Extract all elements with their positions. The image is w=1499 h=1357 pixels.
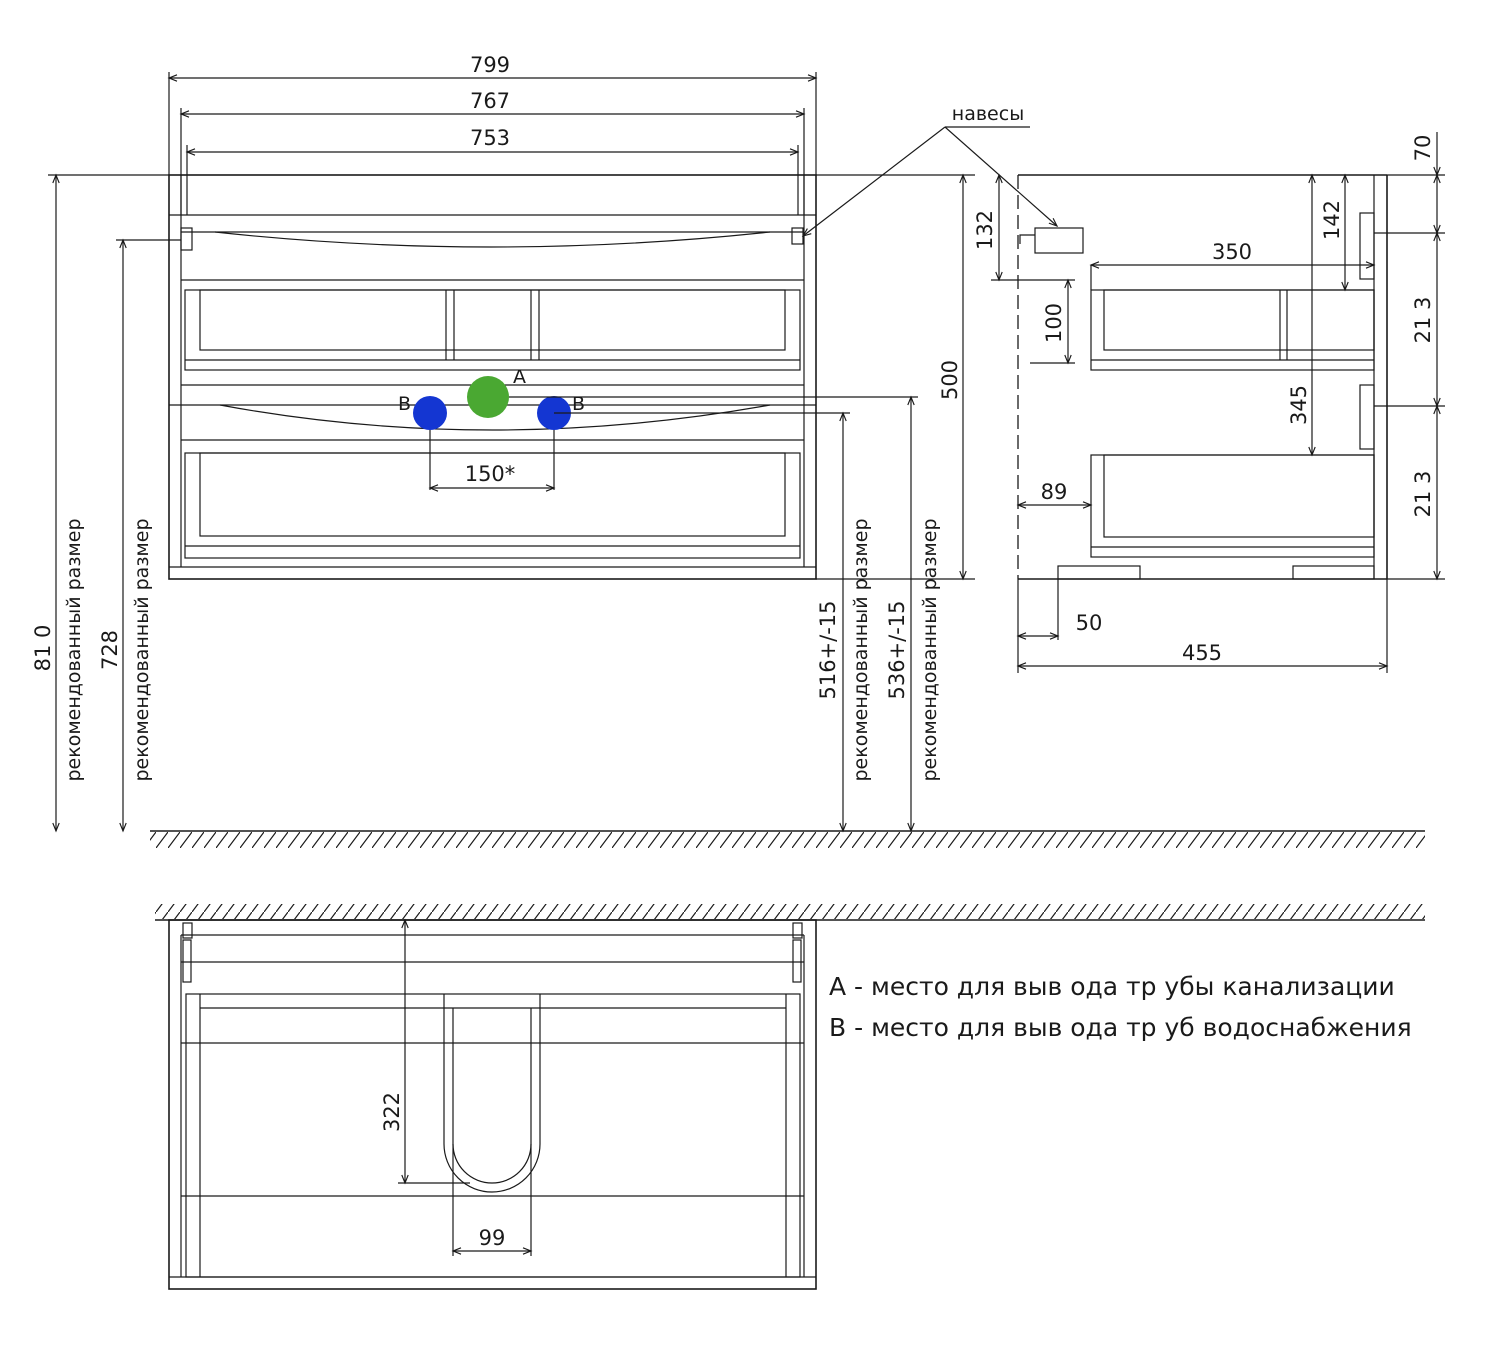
dim-side-350: 350 bbox=[1212, 240, 1252, 264]
legend: A - место для выв ода тр убы канализации… bbox=[829, 972, 1412, 1042]
basin-bowl bbox=[214, 231, 771, 248]
dim-top-99: 99 bbox=[479, 1226, 506, 1250]
dim-spacing-150: 150* bbox=[465, 462, 516, 486]
hinge-right bbox=[791, 227, 804, 245]
top-hinge-right bbox=[792, 922, 803, 939]
top-view: 322 99 bbox=[155, 904, 1425, 1290]
dim-side-213-bottom: 21 3 bbox=[1411, 471, 1435, 518]
dim-height-810: 81 0 bbox=[31, 625, 55, 672]
legend-line-a: A - место для выв ода тр убы канализации bbox=[829, 972, 1395, 1001]
marker-label-a: A bbox=[513, 366, 526, 388]
hinges-label: навесы bbox=[952, 103, 1024, 125]
upper-drawer bbox=[184, 289, 801, 371]
dim-side-100: 100 bbox=[1042, 303, 1066, 343]
dim-height-500: 500 bbox=[938, 360, 962, 400]
top-hinge-left bbox=[182, 922, 193, 939]
recommended-label-728: рекомендованный размер bbox=[131, 518, 153, 781]
floor-line bbox=[150, 830, 1425, 848]
dim-width-767: 767 bbox=[470, 89, 510, 113]
marker-label-b-left: B bbox=[398, 393, 411, 415]
top-cabinet-body bbox=[168, 919, 817, 1290]
recommended-label-516: рекомендованный размер bbox=[850, 518, 872, 781]
side-foot-left bbox=[1057, 565, 1141, 580]
dim-side-142: 142 bbox=[1320, 200, 1344, 240]
cabinet-body bbox=[168, 174, 817, 580]
upper-drawer-inner bbox=[199, 289, 786, 351]
dim-side-345: 345 bbox=[1287, 385, 1311, 425]
dim-height-728: 728 bbox=[98, 630, 122, 670]
water-inlet-marker-left bbox=[413, 396, 447, 430]
dim-width-753: 753 bbox=[470, 126, 510, 150]
lower-drawer-inner bbox=[199, 452, 786, 537]
dim-side-50: 50 bbox=[1076, 611, 1103, 635]
dim-top-322: 322 bbox=[380, 1092, 404, 1132]
drain-outlet-marker bbox=[467, 376, 509, 418]
side-view: навесы 132 100 142 350 345 89 50 bbox=[801, 103, 1445, 673]
recommended-label-810: рекомендованный размер bbox=[63, 518, 85, 781]
siphon-cutout-inner bbox=[452, 1008, 532, 1184]
dim-width-799: 799 bbox=[470, 53, 510, 77]
dim-side-70: 70 bbox=[1411, 135, 1435, 162]
hinge-left bbox=[180, 227, 193, 251]
siphon-recess bbox=[219, 404, 771, 431]
front-view: 799 767 753 500 150* A B B 81 0 рекоменд… bbox=[31, 53, 975, 833]
legend-line-b: B - место для выв ода тр уб водоснабжени… bbox=[829, 1013, 1412, 1042]
side-hinge bbox=[1034, 227, 1084, 254]
dim-side-213-top: 21 3 bbox=[1411, 297, 1435, 344]
siphon-cutout-outer bbox=[443, 994, 541, 1193]
dim-height-516: 516+/-15 bbox=[816, 600, 840, 699]
side-handle-top bbox=[1359, 212, 1375, 280]
side-upper-drawer bbox=[1090, 289, 1375, 371]
side-foot-right bbox=[1292, 565, 1375, 580]
top-drawer bbox=[185, 993, 801, 1278]
side-handle-bottom bbox=[1359, 384, 1375, 450]
dim-side-455: 455 bbox=[1182, 641, 1222, 665]
dim-height-536: 536+/-15 bbox=[885, 600, 909, 699]
marker-label-b-right: B bbox=[572, 393, 585, 415]
dim-depth-132: 132 bbox=[973, 210, 997, 250]
dim-side-89: 89 bbox=[1041, 480, 1068, 504]
recommended-label-536: рекомендованный размер bbox=[919, 518, 941, 781]
side-lower-drawer bbox=[1090, 454, 1375, 558]
